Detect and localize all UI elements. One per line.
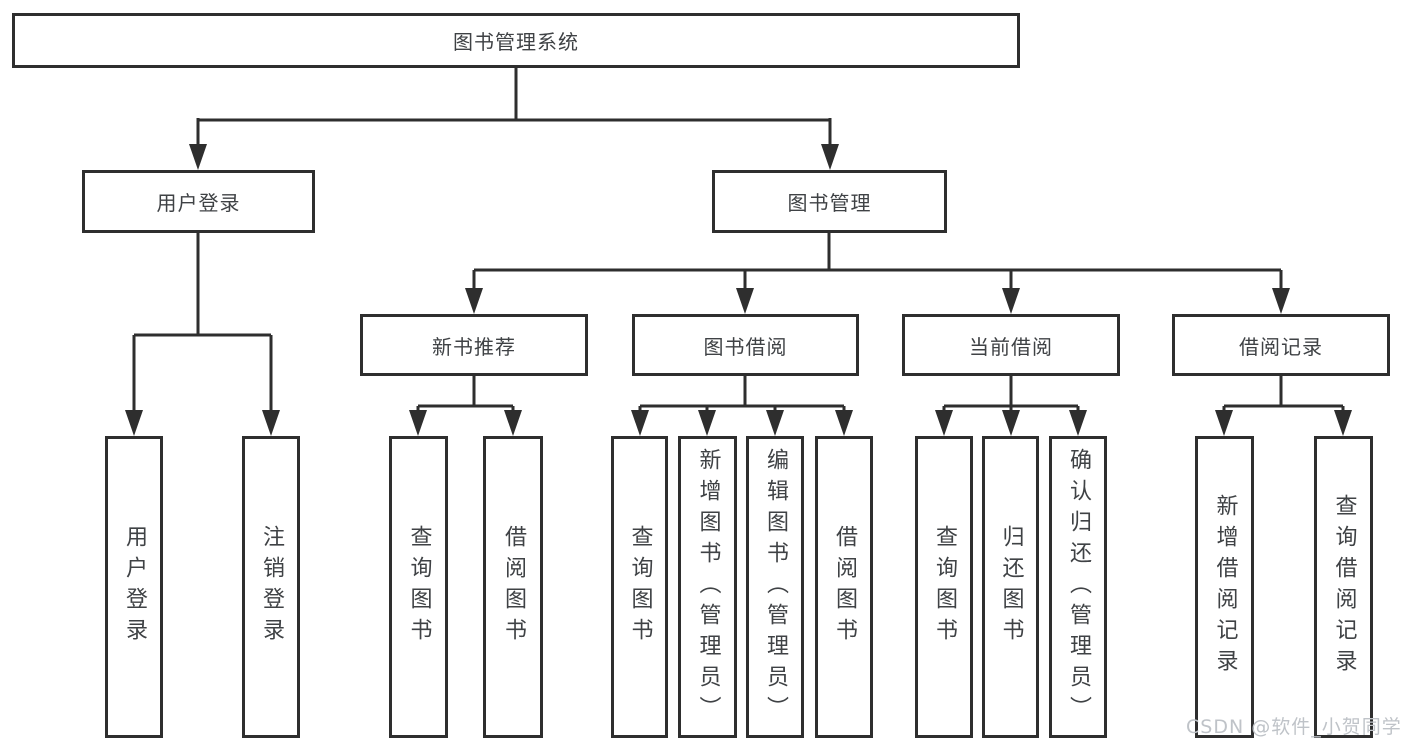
leaf-logout: 注销登录 <box>242 436 300 738</box>
leaf-query-books-current: 查询图书 <box>915 436 973 738</box>
node-label: 新书推荐 <box>432 334 516 359</box>
node-user-login: 用户登录 <box>82 170 315 233</box>
leaf-label: 查询借阅记录 <box>1331 494 1357 680</box>
leaf-borrow-books-recommend: 借阅图书 <box>483 436 543 738</box>
leaf-borrow-books: 借阅图书 <box>815 436 873 738</box>
wire-newbook-to-leaves <box>416 376 515 412</box>
wire-root-to-level1 <box>196 68 832 146</box>
leaf-user-login: 用户登录 <box>105 436 163 738</box>
node-label: 图书管理 <box>787 191 872 215</box>
watermark: CSDN @软件_小贺同学 <box>1186 716 1402 738</box>
leaf-label: 用户登录 <box>122 525 147 649</box>
leaf-label: 注销登录 <box>259 525 284 649</box>
wire-bookborrow-to-leaves <box>638 376 846 412</box>
leaf-query-books-borrow: 查询图书 <box>611 436 668 738</box>
wire-currentborrow-to-leaves <box>942 376 1080 412</box>
node-label: 图书借阅 <box>703 334 788 359</box>
wire-userlogin-to-leaves <box>132 233 273 412</box>
node-new-book-recommend: 新书推荐 <box>360 314 588 376</box>
leaf-label: 新增借阅记录 <box>1212 494 1238 680</box>
leaf-label: 查询图书 <box>932 525 957 649</box>
leaf-label: 查询图书 <box>406 525 432 649</box>
node-book-management-system: 图书管理系统 <box>12 13 1020 68</box>
leaf-label: 新增图书（管理员） <box>695 447 721 727</box>
node-label: 借阅记录 <box>1239 334 1323 359</box>
node-label: 用户登录 <box>156 191 241 215</box>
leaf-label: 查询图书 <box>627 525 653 649</box>
node-label: 图书管理系统 <box>453 30 579 54</box>
wire-bookmgmt-to-level2 <box>472 233 1283 290</box>
leaf-label: 编辑图书（管理员） <box>763 447 788 727</box>
leaf-confirm-return-admin: 确认归还（管理员） <box>1049 436 1107 738</box>
leaf-add-borrow-record: 新增借阅记录 <box>1195 436 1254 738</box>
arrowheads <box>125 144 1352 436</box>
leaf-return-book: 归还图书 <box>982 436 1039 738</box>
leaf-query-books-recommend: 查询图书 <box>389 436 448 738</box>
leaf-query-borrow-record: 查询借阅记录 <box>1314 436 1373 738</box>
leaf-edit-book-admin: 编辑图书（管理员） <box>746 436 804 738</box>
leaf-label: 归还图书 <box>998 525 1024 649</box>
leaf-label: 确认归还（管理员） <box>1066 447 1091 727</box>
wire-borrowrecords-to-leaves <box>1222 376 1345 412</box>
node-label: 当前借阅 <box>969 334 1053 359</box>
node-book-borrow: 图书借阅 <box>632 314 859 376</box>
leaf-label: 借阅图书 <box>832 525 857 649</box>
node-current-borrow: 当前借阅 <box>902 314 1120 376</box>
node-book-management: 图书管理 <box>712 170 947 233</box>
node-borrow-records: 借阅记录 <box>1172 314 1390 376</box>
leaf-label: 借阅图书 <box>501 525 526 649</box>
leaf-add-book-admin: 新增图书（管理员） <box>678 436 737 738</box>
